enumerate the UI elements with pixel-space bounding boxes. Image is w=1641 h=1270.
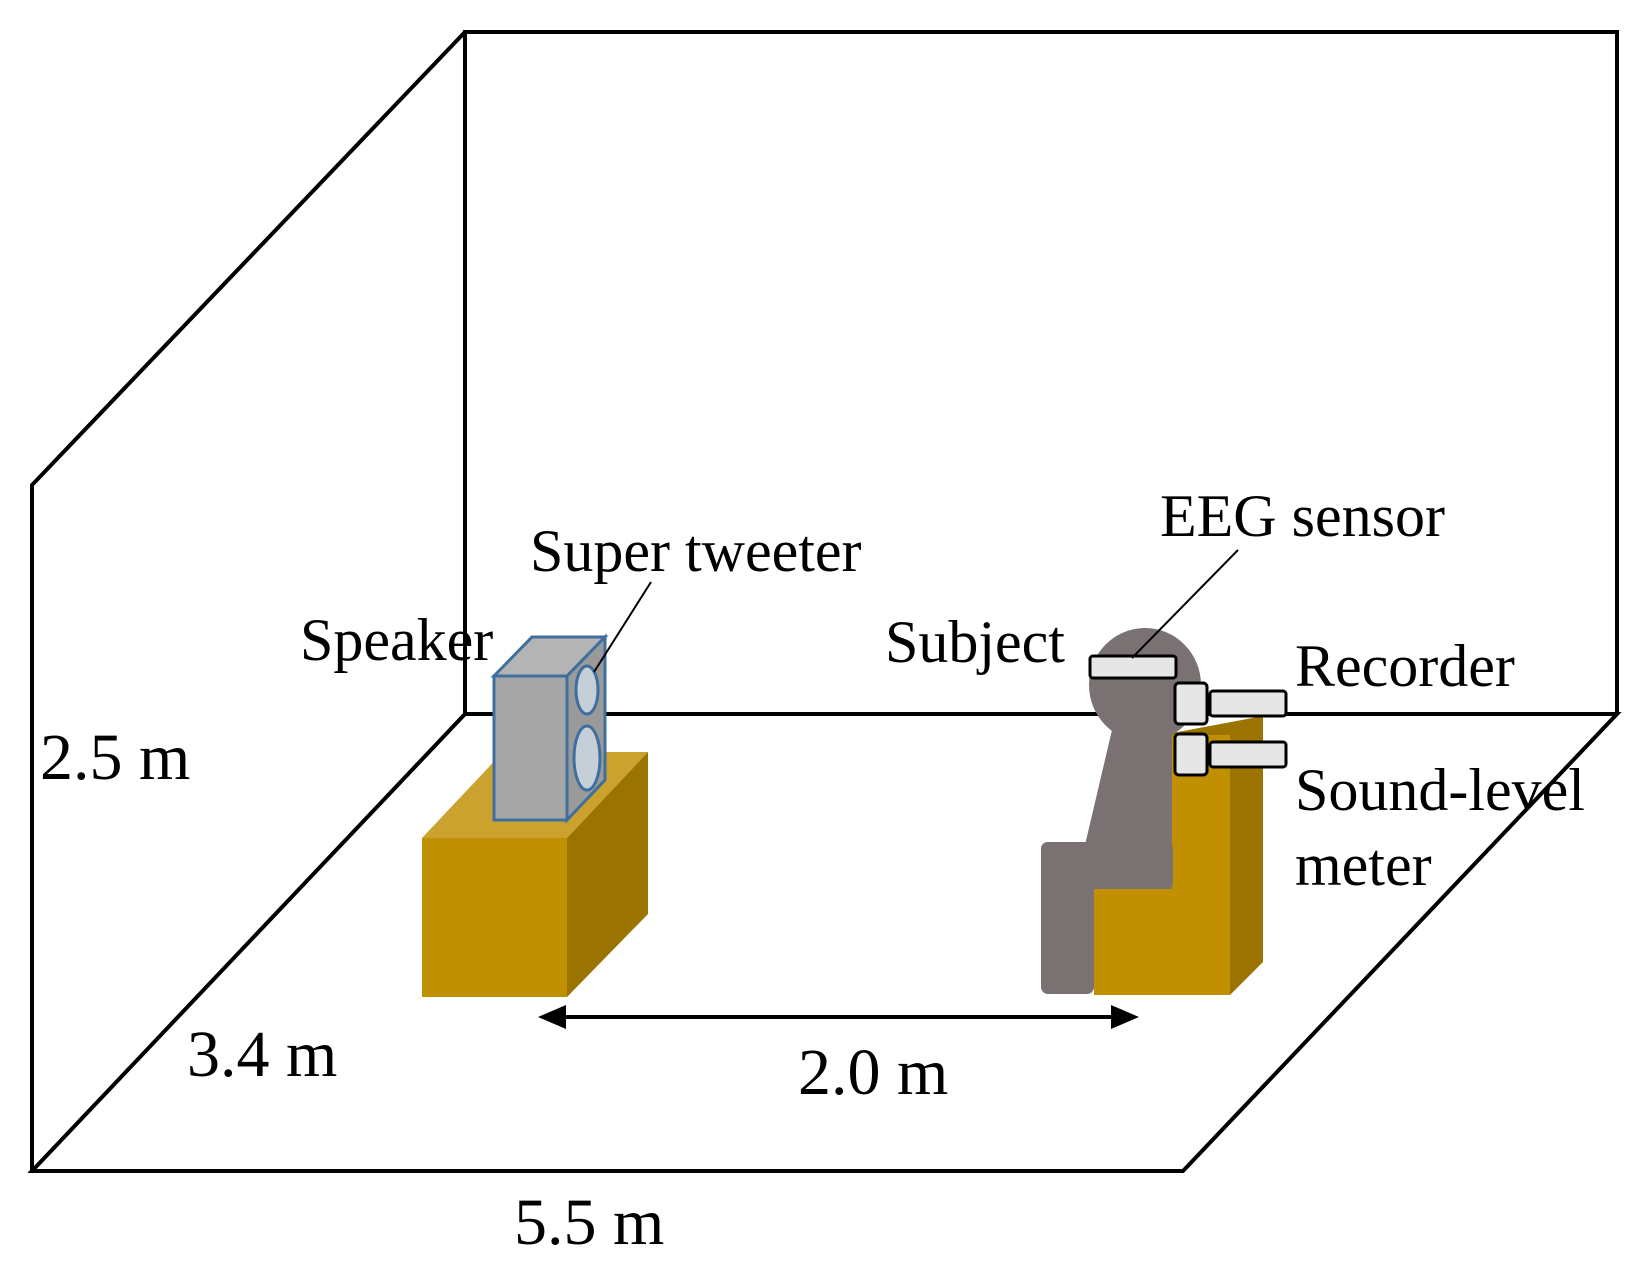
recorder-clip [1173,681,1209,726]
sound-level-meter-label-line1: Sound-level [1295,757,1585,823]
speaker [490,633,609,824]
super-tweeter-leader [593,581,652,673]
subject-label: Subject [885,609,1065,675]
room-depth-label: 3.4 m [187,1018,338,1091]
room-wireframe [27,30,1622,1173]
back-wall-outline [463,30,1619,714]
super-tweeter-label: Super tweeter [530,518,862,584]
super-tweeter-driver [574,664,600,716]
leader-lines [593,549,1239,673]
chair [1094,716,1263,995]
eeg-headband [1088,654,1178,680]
left-wall-outline [30,30,467,1171]
woofer-driver [572,724,602,792]
sound-level-meter-label-line2: meter [1295,832,1432,898]
recorder-device [1208,689,1288,718]
distance-label: 2.0 m [798,1036,949,1109]
recorder-label: Recorder [1295,633,1515,699]
speaker-label: Speaker [300,607,494,673]
distance-arrow [538,1005,1139,1029]
eeg-sensor-leader [1131,549,1239,659]
devices [1088,654,1288,777]
room-width-label: 5.5 m [514,1186,665,1259]
room-height-label: 2.5 m [40,721,191,794]
sound-level-meter-device [1208,740,1288,769]
eeg-sensor-label: EEG sensor [1160,483,1445,549]
sound-level-meter-clip [1173,732,1209,777]
